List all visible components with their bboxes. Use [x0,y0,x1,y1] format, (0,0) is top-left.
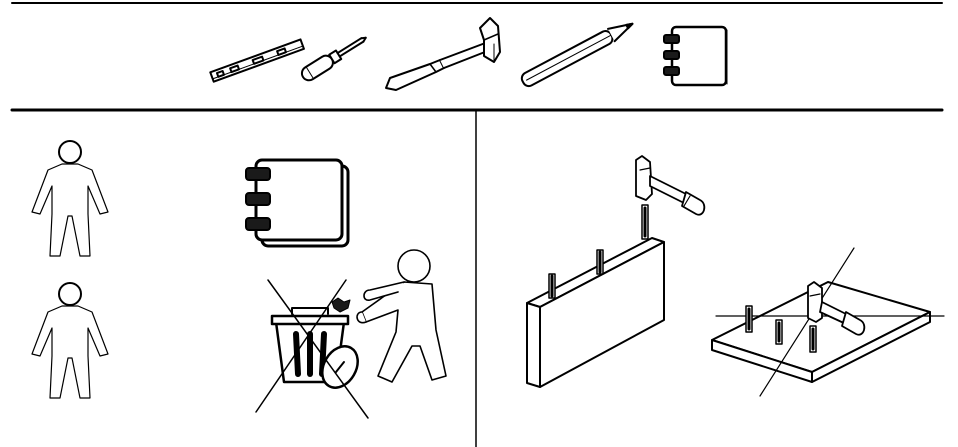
dowel-icon [809,325,817,353]
hammer-icon [635,155,706,216]
hammer-icon [385,17,501,91]
cross-out-lines [255,279,369,419]
person-icon-top [31,140,109,257]
dowel-icon [548,273,556,299]
hammer-icon [807,281,866,336]
vertical-board [526,237,665,388]
dowel-icon [596,249,604,275]
manual-icon-large [245,158,350,248]
person-throwing-icon [356,249,447,383]
dowel-icon [641,204,649,240]
pencil-icon [520,22,634,88]
dowel-icon [745,305,753,333]
dowel-icon [775,319,783,345]
screwdriver-icon [300,36,367,82]
paper-scrap-icon [331,297,351,313]
manual-icon [663,25,728,87]
horizontal-board [711,281,931,383]
person-icon-bottom [31,282,109,399]
spirit-level-icon [209,38,305,83]
